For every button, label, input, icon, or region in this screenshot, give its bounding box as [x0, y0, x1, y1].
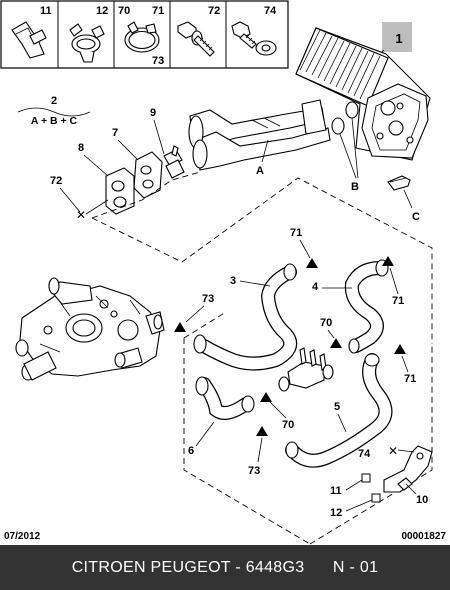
spring-clip-icon	[11, 21, 47, 59]
clip-11-marker	[361, 473, 371, 483]
clamp-marker-70b	[260, 392, 272, 402]
callout-8: 8	[78, 142, 84, 154]
clamp-markers: 71 71 73 70 71 70 73	[174, 227, 416, 477]
clamp-marker-73b	[256, 426, 268, 436]
clamp-marker-71a	[306, 258, 318, 268]
hose-clamp-icon	[124, 21, 160, 53]
legend-label-11: 11	[40, 5, 52, 17]
callout-2-formula: A + B + C	[31, 115, 78, 127]
callout-4: 4	[312, 281, 319, 293]
heater-matrix	[295, 27, 431, 161]
footer-date: 07/2012	[4, 531, 41, 542]
legend-label-74: 74	[264, 5, 277, 17]
hose-clip-icon	[69, 23, 105, 63]
legend-label-70: 70	[118, 5, 130, 17]
callout-71b: 71	[392, 295, 404, 307]
legend-label-72: 72	[208, 5, 220, 17]
callout-3: 3	[230, 275, 236, 287]
parts-diagram: 11 12 70 71 73 72 74	[0, 0, 433, 545]
callout-C: C	[412, 211, 420, 223]
callout-71c: 71	[404, 373, 416, 385]
hose-4	[344, 259, 389, 354]
callout-B: B	[351, 181, 359, 193]
callout-74: 74	[358, 448, 371, 460]
legend-strip: 11 12 70 71 73 72 74	[0, 0, 289, 69]
cross-marker-72: ✕	[76, 208, 86, 222]
callout-A: A	[256, 165, 264, 177]
callout-1: 1	[395, 31, 402, 46]
callout-7: 7	[112, 127, 118, 139]
callout-2: 2	[51, 95, 57, 107]
seal-7	[133, 151, 163, 199]
clamp-marker-71b	[382, 256, 394, 266]
callout-70a: 70	[320, 317, 332, 329]
clamp-marker-71c	[394, 344, 406, 354]
callout-11: 11	[330, 485, 342, 497]
screw-C	[387, 175, 411, 191]
footer-code: 00001827	[401, 531, 447, 542]
bracket-10	[383, 445, 433, 493]
callout-2-group: 2 A + B + C	[17, 95, 91, 127]
clamp-marker-73a	[174, 322, 186, 332]
bolt-icon	[177, 21, 215, 57]
clip-12-marker	[371, 493, 381, 503]
callout-70b: 70	[282, 419, 294, 431]
callout-6: 6	[188, 445, 194, 457]
callout-5: 5	[334, 401, 340, 413]
callout-73a: 73	[202, 293, 214, 305]
cross-marker-74: ✕	[388, 444, 398, 458]
callout-71a: 71	[290, 227, 302, 239]
flange-screw-icon	[231, 21, 277, 56]
callout-73b: 73	[248, 465, 260, 477]
part-reference-banner: CITROEN PEUGEOT - 6448G3 N - 01	[0, 545, 450, 590]
legend-label-71: 71	[152, 5, 164, 17]
callout-10: 10	[416, 494, 428, 506]
callout-12: 12	[330, 507, 342, 519]
callout-72-left: 72	[50, 175, 62, 187]
hose-6	[195, 376, 255, 420]
clamp-marker-70a	[330, 338, 342, 348]
legend-label-73: 73	[152, 55, 164, 67]
assembly-boundary	[91, 171, 433, 545]
legend-label-12: 12	[96, 5, 108, 17]
engine-outlet-housing	[15, 277, 165, 381]
pipe-assembly	[188, 99, 359, 171]
union-block	[278, 347, 334, 392]
hose-3	[193, 263, 298, 371]
callout-9: 9	[150, 107, 156, 119]
clip-9	[163, 145, 185, 179]
hose-5	[285, 353, 393, 468]
flange-8	[105, 167, 135, 215]
